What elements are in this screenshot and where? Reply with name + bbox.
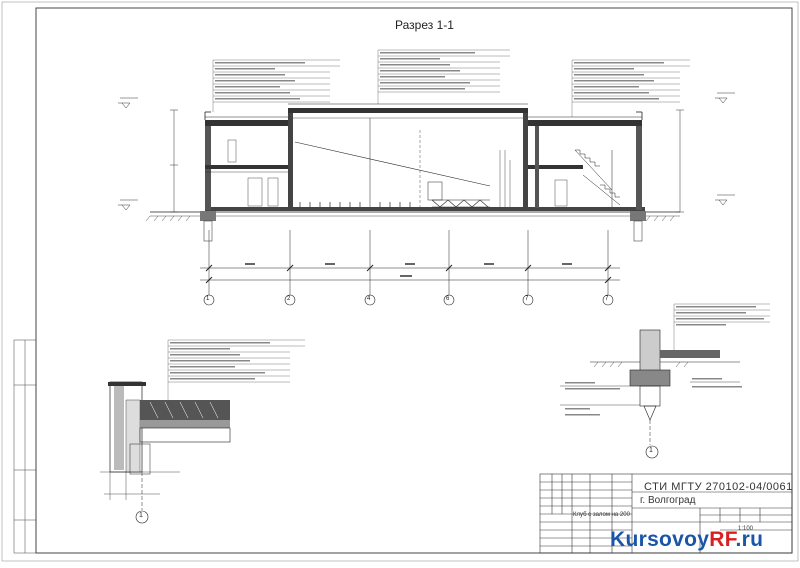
title-block-scale: 1:100 (738, 526, 754, 532)
section-title: Разрез 1-1 (395, 18, 454, 32)
detail-parapet (100, 381, 231, 510)
axis-label-5: 7 (525, 296, 529, 302)
detail-label-right: 1 (649, 447, 653, 454)
title-block (539, 473, 793, 554)
axis-markers (203, 294, 614, 306)
detail-marker-right (645, 445, 659, 459)
axis-label-4: 6 (446, 296, 450, 302)
building-section (145, 103, 680, 242)
watermark-main: Kursovoy (610, 528, 710, 551)
detail-parapet-text-marks (170, 342, 270, 380)
dimension-chain (200, 230, 620, 295)
detail-foundation-notes (673, 303, 770, 350)
axis-label-1: 1 (206, 296, 210, 302)
section-notes (212, 49, 690, 117)
detail-parapet-notes (167, 339, 305, 402)
inner-frame (35, 7, 793, 554)
left-stamp-strip (13, 339, 37, 554)
title-block-code: СТИ МГТУ 270102-04/0061 (644, 481, 793, 493)
title-block-project: Клуб с залом на 200 (573, 512, 630, 518)
watermark-suffix: .ru (735, 528, 764, 551)
axis-label-6: 7 (605, 296, 609, 302)
watermark[interactable]: KursovoyRF.ru (610, 528, 763, 552)
note-text-marks (215, 52, 664, 100)
detail-label-left: 1 (139, 512, 143, 519)
title-block-city: г. Волгоград (640, 495, 696, 506)
watermark-accent: RF (709, 528, 736, 551)
dimension-text-marks (245, 263, 572, 277)
detail-foundation-text-marks (565, 306, 764, 416)
detail-foundation (560, 329, 740, 445)
detail-marker-left (135, 510, 149, 524)
axis-label-2: 2 (287, 296, 291, 302)
axis-label-3: 4 (367, 296, 371, 302)
elevation-marks (118, 92, 735, 213)
